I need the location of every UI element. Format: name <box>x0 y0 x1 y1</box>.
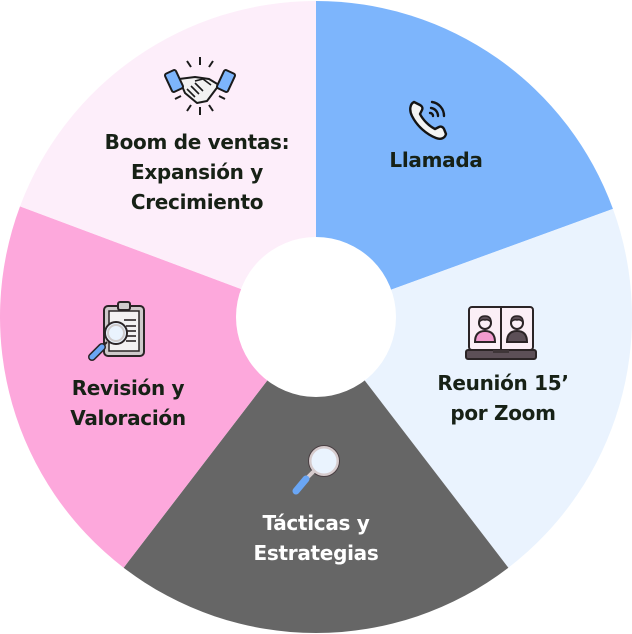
label-line: Crecimiento <box>130 190 264 214</box>
clipboard-search-icon <box>88 301 145 361</box>
label-line: Estrategias <box>253 541 379 565</box>
label-line: Expansión y <box>130 160 264 184</box>
label-line: Tácticas y <box>262 511 370 535</box>
center-hole <box>236 237 396 397</box>
segment-boom <box>20 1 316 317</box>
segment-llamada <box>316 1 613 317</box>
label-line: Valoración <box>70 406 186 430</box>
label-line: Boom de ventas: <box>104 130 290 154</box>
segment-reunion <box>316 208 632 568</box>
label-line: Reunión 15’ <box>437 371 569 395</box>
segment-label-tacticas: Tácticas y Estrategias <box>254 508 379 568</box>
segment-label-revision: Revisión y Valoración <box>70 373 186 433</box>
segment-revision <box>0 206 316 568</box>
label-line: Revisión y <box>71 376 185 400</box>
label-line: Llamada <box>389 148 483 172</box>
phone-call-icon <box>409 100 448 140</box>
label-line: por Zoom <box>450 401 556 425</box>
segment-label-boom: Boom de ventas: Expansión y Crecimiento <box>105 127 290 217</box>
video-meeting-laptop-icon <box>465 306 537 360</box>
segment-label-reunion: Reunión 15’ por Zoom <box>437 368 569 428</box>
handshake-icon <box>163 57 237 115</box>
segment-tacticas <box>123 317 509 633</box>
segment-label-llamada: Llamada <box>389 145 482 175</box>
magnifying-glass-icon <box>292 445 340 495</box>
